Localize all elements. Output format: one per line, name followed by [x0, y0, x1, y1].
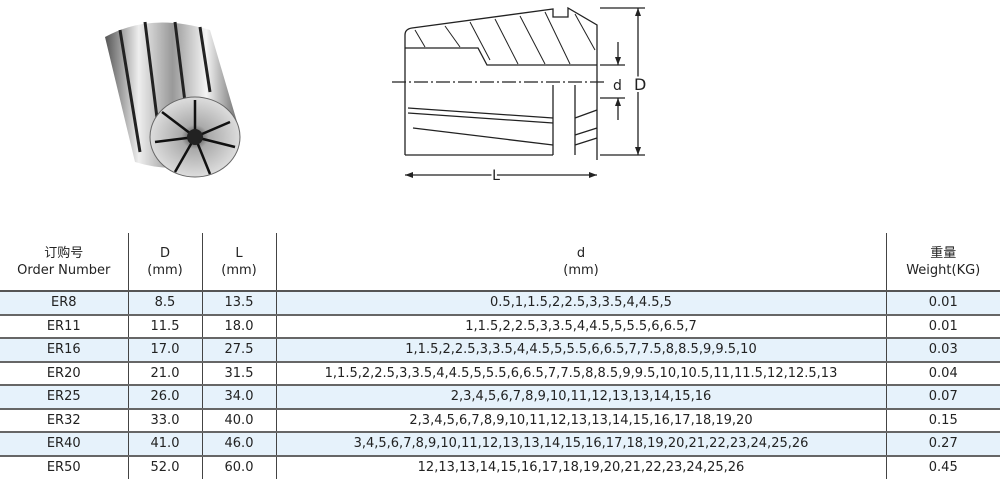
column-header: d(mm)	[275, 233, 886, 292]
column-header: D(mm)	[127, 233, 202, 292]
order-number-cell: ER32	[0, 408, 128, 433]
order-number-cell: ER40	[0, 432, 128, 457]
length-cell: 60.0	[201, 455, 276, 479]
d-outer-cell: 41.0	[127, 432, 202, 457]
header-cn: d	[576, 245, 586, 261]
collet-technical-drawing: L d D	[392, 6, 648, 186]
header-en: Weight(KG)	[906, 262, 981, 278]
order-number-cell: ER16	[0, 338, 128, 363]
length-cell: 40.0	[201, 408, 276, 433]
length-cell: 13.5	[201, 291, 276, 316]
weight-cell: 0.27	[885, 432, 1000, 457]
bore-sizes-cell: 2,3,4,5,6,7,8,9,10,11,12,13,13,14,15,16,…	[275, 408, 886, 433]
label-d: d	[613, 78, 622, 94]
order-number-cell: ER20	[0, 361, 128, 386]
header-cn: 重量	[930, 245, 957, 261]
header-cn: 订购号	[44, 245, 84, 261]
weight-cell: 0.07	[885, 385, 1000, 410]
weight-cell: 0.01	[885, 291, 1000, 316]
order-number-cell: ER25	[0, 385, 128, 410]
d-outer-cell: 52.0	[127, 455, 202, 479]
order-number-cell: ER8	[0, 291, 128, 316]
bore-sizes-cell: 1,1.5,2,2.5,3,3.5,4,4.5,5,5.5,6,6.5,7,7.…	[275, 338, 886, 363]
weight-cell: 0.04	[885, 361, 1000, 386]
d-outer-cell: 33.0	[127, 408, 202, 433]
label-L: L	[492, 168, 500, 184]
d-outer-cell: 26.0	[127, 385, 202, 410]
header-cn: D	[159, 245, 170, 261]
label-D: D	[634, 75, 646, 94]
length-cell: 46.0	[201, 432, 276, 457]
collet-photo	[105, 21, 241, 178]
order-number-cell: ER50	[46, 460, 81, 476]
d-outer-cell: 17.0	[127, 338, 202, 363]
bore-sizes-cell: 0.5,1,1.5,2,2.5,3,3.5,4,4.5,5	[275, 291, 886, 316]
length-cell: 27.5	[201, 338, 276, 363]
d-outer-cell: 8.5	[127, 291, 202, 316]
length-cell: 34.0	[201, 385, 276, 410]
length-cell: 18.0	[201, 314, 276, 339]
bore-sizes-cell: 1,1.5,2,2.5,3,3.5,4,4.5,5,5.5,6,6.5,7	[275, 314, 886, 339]
length-cell: 31.5	[201, 361, 276, 386]
d-outer-cell: 21.0	[127, 361, 202, 386]
d-outer-cell: 11.5	[127, 314, 202, 339]
weight-cell: 0.45	[885, 455, 1000, 479]
header-cn: L	[235, 245, 243, 261]
header-en: (mm)	[221, 262, 257, 278]
bore-sizes-cell: 12,13,13,14,15,16,17,18,19,20,21,22,23,2…	[275, 455, 886, 479]
header-en: Order Number	[17, 262, 111, 278]
weight-cell: 0.01	[885, 314, 1000, 339]
bore-sizes-cell: 2,3,4,5,6,7,8,9,10,11,12,13,13,14,15,16	[275, 385, 886, 410]
header-en: (mm)	[563, 262, 599, 278]
weight-cell: 0.15	[885, 408, 1000, 433]
column-header: L(mm)	[201, 233, 276, 292]
bore-sizes-cell: 1,1.5,2,2.5,3,3.5,4,4.5,5,5.5,6,6.5,7,7.…	[275, 361, 886, 386]
header-en: (mm)	[147, 262, 183, 278]
bore-sizes-cell: 3,4,5,6,7,8,9,10,11,12,13,13,14,15,16,17…	[275, 432, 886, 457]
weight-cell: 0.03	[885, 338, 1000, 363]
order-number-cell: ER11	[0, 314, 128, 339]
